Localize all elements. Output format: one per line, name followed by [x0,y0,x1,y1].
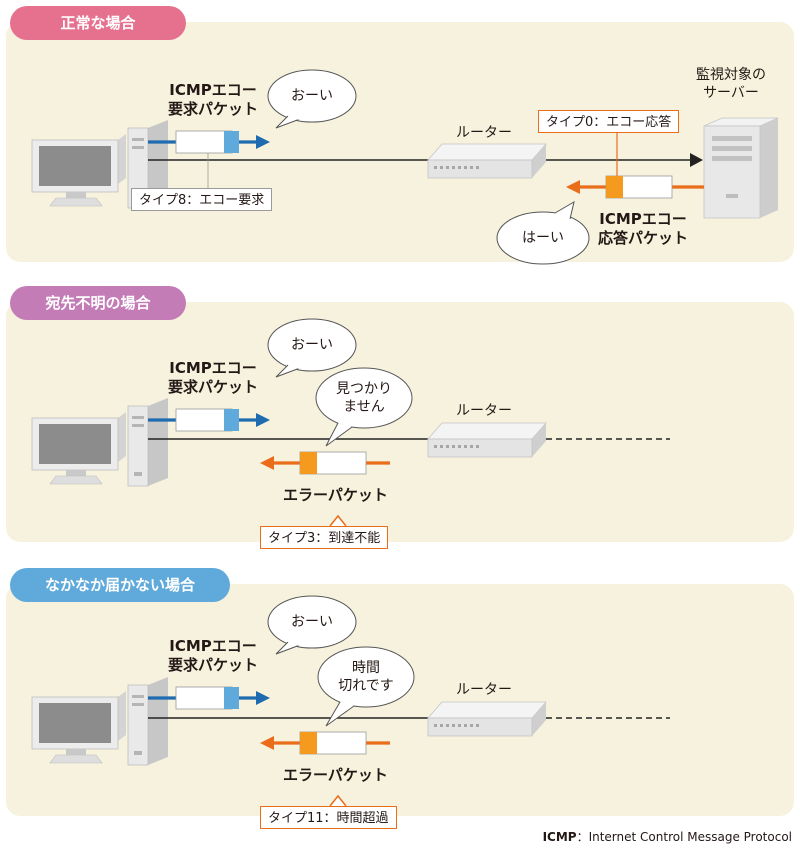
slow-error-bubble-line2: 切れです [338,678,394,694]
normal-reply-type-box: タイプ0：エコー応答 [538,110,680,133]
slow-request-packet [175,686,233,710]
slow-error-arrowhead [260,736,274,750]
normal-link-arrowhead [690,153,703,167]
slow-error-packet-header [300,732,317,754]
unknown-request-packet [175,408,233,432]
unknown-router-label: ルーター [456,403,512,419]
unknown-type-box: タイプ3：到達不能 [260,526,389,549]
normal-request-arrowhead [256,135,270,149]
normal-request-packet [175,130,233,154]
footer-term: ICMP [542,830,577,844]
slow-request-label-line1: ICMPエコー [169,637,257,655]
normal-reply-packet-header [606,176,623,198]
unknown-request-packet-header [224,409,239,431]
slow-request-packet-header [224,687,239,709]
normal-reply-bubble-text: はーい [522,230,564,246]
slow-error-bubble [317,646,415,727]
normal-title: 正常な場合 [10,6,186,40]
normal-request-label-line2: 要求パケット [167,100,258,118]
unknown-error-label: エラーパケット [283,486,388,504]
footer-definition: ：Internet Control Message Protocol [576,830,792,844]
normal-server-label: 監視対象の サーバー [676,66,786,102]
normal-server [703,117,779,219]
normal-request-packet-header [224,131,239,153]
unknown-error-arrowhead [260,456,274,470]
unknown-error-bubble-text: 見つかり ません [320,380,408,416]
normal-reply-label-line1: ICMPエコー [599,210,687,228]
unknown-request-label: ICMPエコー 要求パケット [148,359,278,397]
normal-request-label: ICMPエコー 要求パケット [148,81,278,119]
slow-request-label: ICMPエコー 要求パケット [148,637,278,675]
unknown-pc [31,397,169,487]
normal-reply-label: ICMPエコー 応答パケット [578,210,708,248]
slow-request-bubble [267,595,357,655]
normal-request-bubble [267,69,357,129]
normal-reply-bubble [496,200,590,265]
normal-router [427,143,547,179]
slow-pc [31,676,169,766]
slow-error-bubble-line1: 時間 [352,660,380,676]
normal-request-type-box: タイプ8：エコー要求 [131,188,273,211]
slow-error-label: エラーパケット [283,766,388,784]
unknown-request-arrowhead [256,413,270,427]
footer-note: ICMP：Internet Control Message Protocol [543,828,792,845]
unknown-error-packet-header [300,452,317,474]
unknown-request-label-line2: 要求パケット [167,378,258,396]
unknown-type-callout-pointer [329,514,347,527]
normal-server-label-line1: 監視対象の [696,67,766,83]
unknown-error-bubble-line1: 見つかり [336,381,392,397]
unknown-title: 宛先不明の場合 [10,286,186,320]
normal-reply-label-line2: 応答パケット [597,229,688,247]
slow-router [427,701,547,737]
normal-server-label-line2: サーバー [703,85,759,101]
slow-request-bubble-text: おーい [291,614,333,630]
unknown-router [427,422,547,458]
normal-router-label: ルーター [456,125,512,141]
slow-router-label: ルーター [456,682,512,698]
normal-request-label-line1: ICMPエコー [169,81,257,99]
slow-request-arrowhead [256,691,270,705]
normal-reply-arrowhead [566,180,580,194]
unknown-request-bubble [267,318,357,378]
slow-type-box: タイプ11：時間超過 [260,806,397,829]
slow-title: なかなか届かない場合 [10,568,230,602]
unknown-error-bubble-line2: ません [343,399,385,415]
slow-error-bubble-text: 時間 切れです [322,659,410,695]
slow-request-label-line2: 要求パケット [167,656,258,674]
normal-request-bubble-text: おーい [291,88,333,104]
unknown-error-bubble [315,367,413,447]
slow-type-callout-pointer [329,794,347,807]
unknown-request-bubble-text: おーい [291,337,333,353]
unknown-request-label-line1: ICMPエコー [169,359,257,377]
